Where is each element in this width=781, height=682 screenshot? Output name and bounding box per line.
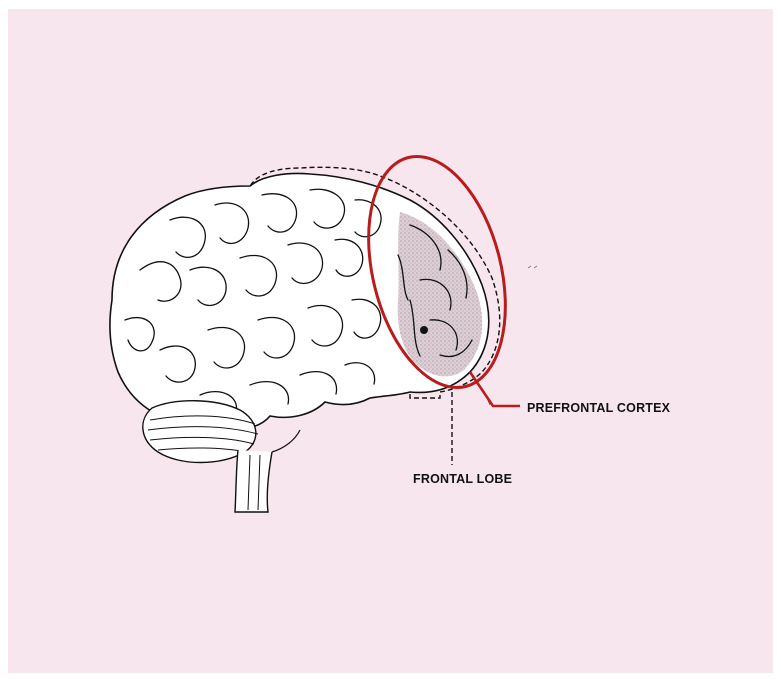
prefrontal-shaded-overlay [398, 212, 483, 376]
stray-mark [528, 266, 537, 268]
prefrontal-leader-line [470, 372, 520, 406]
frontal-lobe-label: FRONTAL LOBE [413, 472, 512, 486]
marker-dot [420, 326, 428, 334]
prefrontal-cortex-label: PREFRONTAL CORTEX [527, 401, 670, 415]
